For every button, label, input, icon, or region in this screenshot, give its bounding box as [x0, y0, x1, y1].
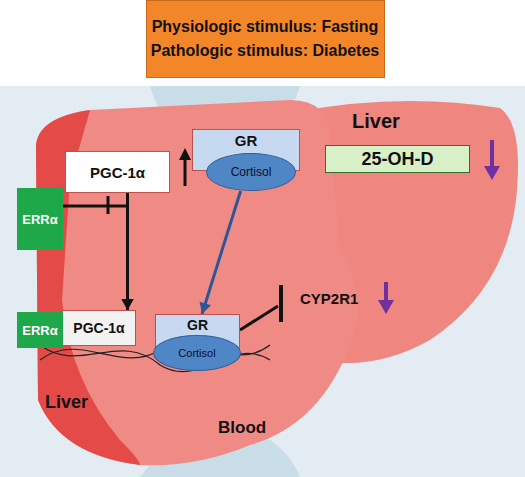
background-panel — [0, 86, 525, 477]
hormone-ellipse: Cortisol — [206, 153, 296, 191]
title-box: Physiologic stimulus: FastingPathologic … — [146, 0, 385, 78]
region-label: Blood — [218, 418, 266, 438]
node-label: GR — [235, 132, 258, 149]
connector-arrow — [63, 206, 128, 310]
arrow-head — [122, 299, 134, 310]
title-line: Physiologic stimulus: Fasting — [152, 18, 379, 36]
receptor-box: ERRα — [17, 312, 63, 348]
node-label: Cortisol — [178, 347, 215, 359]
inhibition-bar — [279, 285, 283, 322]
metabolite-box: 25-OH-D — [325, 145, 470, 173]
receptor-box: GRCortisol — [192, 129, 300, 171]
connector-arrow — [202, 191, 241, 314]
gene-label: CYP2R1 — [300, 290, 358, 307]
inhibition-line — [240, 306, 278, 330]
left-liver-lobe — [36, 100, 358, 465]
protein-box: PGC-1α — [62, 310, 136, 346]
down-arrow-head — [378, 300, 394, 314]
node-label: Cortisol — [231, 165, 272, 179]
down-arrow-head — [484, 166, 500, 180]
organ-label: Liver — [45, 392, 88, 413]
arrow-head — [200, 302, 211, 314]
node-label: ERRα — [22, 323, 57, 338]
arrow-head — [122, 299, 134, 310]
protein-box: PGC-1α — [65, 151, 170, 193]
hormone-ellipse: Cortisol — [153, 335, 241, 371]
node-label: ERRα — [22, 212, 57, 227]
title-line: Pathologic stimulus: Diabetes — [151, 42, 379, 60]
node-label: PGC-1α — [73, 320, 124, 336]
receptor-box: ERRα — [17, 188, 63, 250]
up-arrow — [184, 158, 187, 186]
organ-label: Liver — [352, 110, 400, 133]
down-arrow — [490, 140, 494, 168]
node-label: 25-OH-D — [361, 149, 433, 170]
down-arrow — [384, 282, 388, 302]
node-label: GR — [187, 317, 208, 333]
receptor-box: GRCortisol — [155, 314, 240, 350]
up-arrow-head — [179, 148, 191, 160]
node-label: PGC-1α — [90, 164, 145, 181]
